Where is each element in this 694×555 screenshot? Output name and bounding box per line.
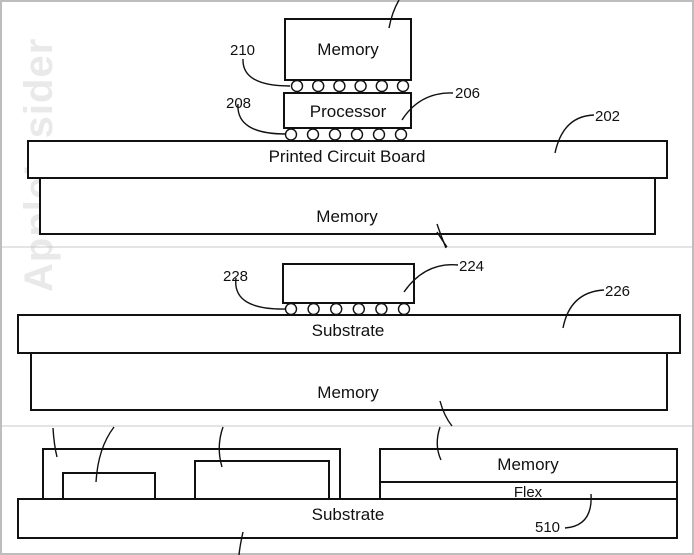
solder-ball bbox=[394, 128, 408, 141]
solder-balls-upper bbox=[290, 79, 410, 93]
memory-block bbox=[30, 352, 668, 411]
leader-line bbox=[403, 264, 459, 293]
leader-line bbox=[388, 0, 400, 29]
leader-line bbox=[401, 92, 454, 121]
ref-label-210: 210 bbox=[230, 42, 255, 59]
ref-label-208: 208 bbox=[226, 95, 251, 112]
solder-ball bbox=[396, 79, 410, 93]
ref-label-206: 206 bbox=[455, 85, 480, 102]
substrate-label: Substrate bbox=[312, 321, 385, 340]
solder-ball bbox=[350, 128, 364, 141]
substrate-label: Substrate bbox=[312, 505, 385, 524]
processor-label: Processor bbox=[310, 102, 387, 121]
solder-balls-lower bbox=[284, 128, 408, 141]
leader-line bbox=[554, 114, 595, 154]
solder-balls bbox=[284, 302, 411, 316]
substrate-block bbox=[17, 314, 681, 354]
panel-3: Memory Flex Substrate 510 bbox=[17, 426, 678, 555]
panel-1: Memory Printed Circuit Board Processor M… bbox=[27, 0, 668, 249]
leader-line bbox=[95, 426, 115, 483]
small-chip-block bbox=[62, 472, 156, 500]
leader-line bbox=[436, 223, 447, 249]
leader-line bbox=[436, 426, 442, 461]
ref-label-202: 202 bbox=[595, 108, 620, 125]
solder-ball bbox=[328, 128, 342, 141]
bottom-memory-label: Memory bbox=[316, 207, 378, 226]
ref-label-224: 224 bbox=[459, 258, 484, 275]
substrate-block bbox=[17, 498, 678, 539]
leader-line bbox=[237, 103, 287, 135]
leader-line bbox=[562, 289, 605, 329]
memory-label: Memory bbox=[317, 383, 379, 402]
solder-ball bbox=[397, 302, 411, 316]
top-memory-block bbox=[284, 18, 412, 81]
solder-ball bbox=[354, 79, 367, 93]
leader-line bbox=[52, 427, 58, 458]
solder-ball bbox=[375, 302, 388, 316]
large-chip-block bbox=[194, 460, 330, 500]
leader-line bbox=[218, 426, 224, 468]
flex-label: Flex bbox=[514, 484, 543, 501]
leader-line bbox=[235, 277, 287, 310]
leader-line bbox=[436, 231, 448, 248]
leader-line bbox=[439, 400, 453, 427]
solder-ball bbox=[312, 79, 325, 93]
pcb-block bbox=[27, 140, 668, 179]
ref-label-228: 228 bbox=[223, 268, 248, 285]
solder-ball bbox=[333, 79, 346, 93]
solder-ball bbox=[290, 79, 304, 93]
solder-ball bbox=[284, 128, 298, 141]
panel-2: Memory Substrate 228 224 226 bbox=[17, 231, 681, 427]
solder-ball bbox=[352, 302, 365, 316]
processor-block bbox=[283, 92, 412, 129]
ref-label-510: 510 bbox=[535, 519, 560, 536]
solder-ball bbox=[306, 128, 320, 141]
solder-ball bbox=[307, 302, 320, 316]
top-memory-label: Memory bbox=[317, 40, 379, 59]
bottom-memory-block bbox=[39, 177, 656, 235]
solder-ball bbox=[372, 128, 386, 141]
chip-block bbox=[282, 263, 415, 304]
solder-ball bbox=[284, 302, 298, 316]
leader-line bbox=[238, 531, 244, 555]
memory-label: Memory bbox=[497, 455, 559, 474]
pcb-label: Printed Circuit Board bbox=[269, 147, 426, 166]
leader-line bbox=[564, 493, 592, 529]
leader-line bbox=[242, 58, 291, 87]
solder-ball bbox=[375, 79, 388, 93]
solder-ball bbox=[330, 302, 343, 316]
ref-label-226: 226 bbox=[605, 283, 630, 300]
